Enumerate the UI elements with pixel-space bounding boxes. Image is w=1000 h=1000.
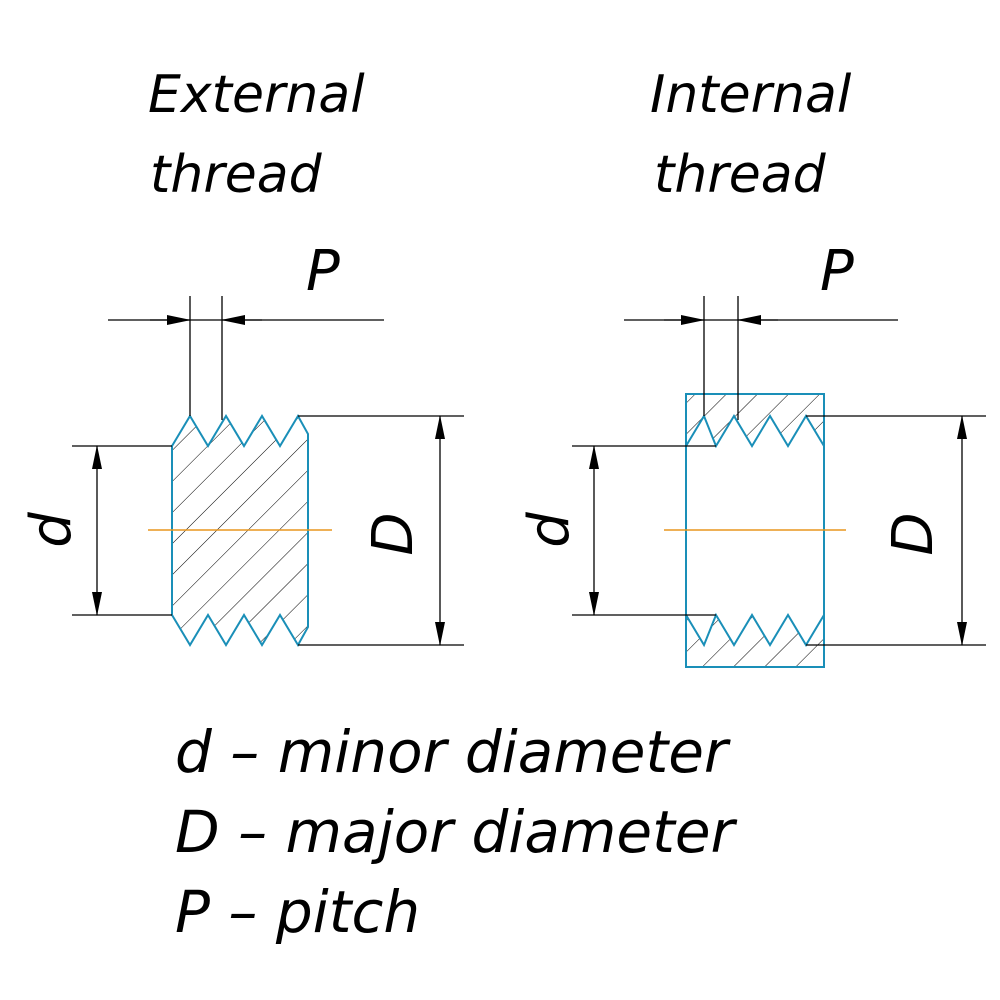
external-minor-label: d — [19, 512, 84, 548]
external-title-line1: External — [148, 65, 365, 125]
internal-minor-label: d — [517, 512, 582, 548]
external-title-line2: thread — [150, 145, 323, 205]
internal-nut-section-bottom — [685, 611, 825, 668]
legend-minor-diameter: d – minor diameter — [175, 718, 731, 786]
external-major-label: D — [361, 512, 426, 555]
external-pitch-label: P — [306, 239, 340, 304]
legend-major-diameter: D – major diameter — [175, 798, 738, 866]
internal-title-line2: thread — [654, 145, 827, 205]
legend: d – minor diameter D – major diameter P … — [175, 718, 738, 946]
internal-pitch-label: P — [820, 239, 854, 304]
legend-pitch: P – pitch — [175, 878, 420, 946]
internal-thread: Internal thread P d D — [517, 65, 986, 668]
internal-title-line1: Internal — [650, 65, 852, 125]
internal-major-label: D — [881, 512, 946, 555]
external-thread: External thread P d D — [19, 65, 464, 647]
internal-nut-section-top — [685, 393, 825, 450]
